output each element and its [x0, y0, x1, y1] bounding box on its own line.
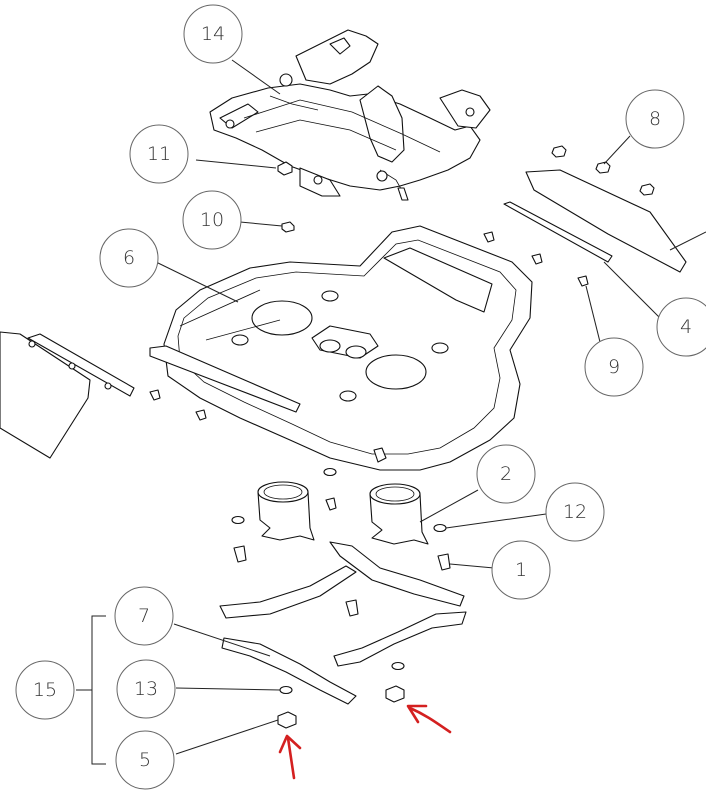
part-nuts-5: [277, 685, 405, 729]
svg-text:11: 11: [147, 143, 171, 165]
part-chassis-frame: [209, 29, 491, 201]
part-strip-4: [503, 201, 613, 263]
part-screws-9: [483, 231, 589, 287]
svg-text:5: 5: [139, 749, 151, 771]
callout-15: 15: [15, 660, 75, 720]
part-washer-13: [279, 661, 405, 695]
callout-6: 6: [99, 228, 159, 288]
svg-text:6: 6: [123, 247, 135, 269]
svg-text:15: 15: [33, 679, 57, 701]
callout-13: 13: [116, 659, 176, 719]
part-nut-11: [277, 161, 293, 176]
svg-text:2: 2: [500, 463, 512, 485]
svg-text:1: 1: [515, 559, 527, 581]
part-blade-hubs: [257, 481, 429, 545]
callout-12: 12: [545, 482, 605, 542]
callout-2: 2: [476, 444, 536, 504]
svg-text:8: 8: [649, 108, 661, 130]
svg-text:9: 9: [608, 356, 620, 378]
svg-text:10: 10: [200, 209, 224, 231]
leader-lines: [76, 59, 706, 765]
part-cover-plate: [525, 169, 687, 273]
part-bolt-10: [281, 221, 295, 233]
callout-8: 8: [625, 89, 685, 149]
red-arrow-bottom: [278, 734, 302, 780]
callout-11: 11: [129, 124, 189, 184]
callout-4: 4: [656, 297, 706, 357]
part-mower-deck: [149, 225, 533, 471]
svg-text:14: 14: [201, 23, 225, 45]
callout-7: 7: [114, 586, 174, 646]
svg-text:4: 4: [680, 316, 692, 338]
svg-text:13: 13: [134, 678, 158, 700]
callout-10: 10: [182, 190, 242, 250]
svg-text:7: 7: [138, 605, 150, 627]
svg-text:12: 12: [563, 501, 587, 523]
part-blades-7: [219, 541, 467, 705]
red-arrow-right: [406, 704, 452, 734]
callout-1: 1: [491, 540, 551, 600]
callout-14: 14: [183, 4, 243, 64]
part-side-plate: [0, 331, 207, 459]
callout-9: 9: [584, 337, 644, 397]
callout-5: 5: [115, 730, 175, 790]
